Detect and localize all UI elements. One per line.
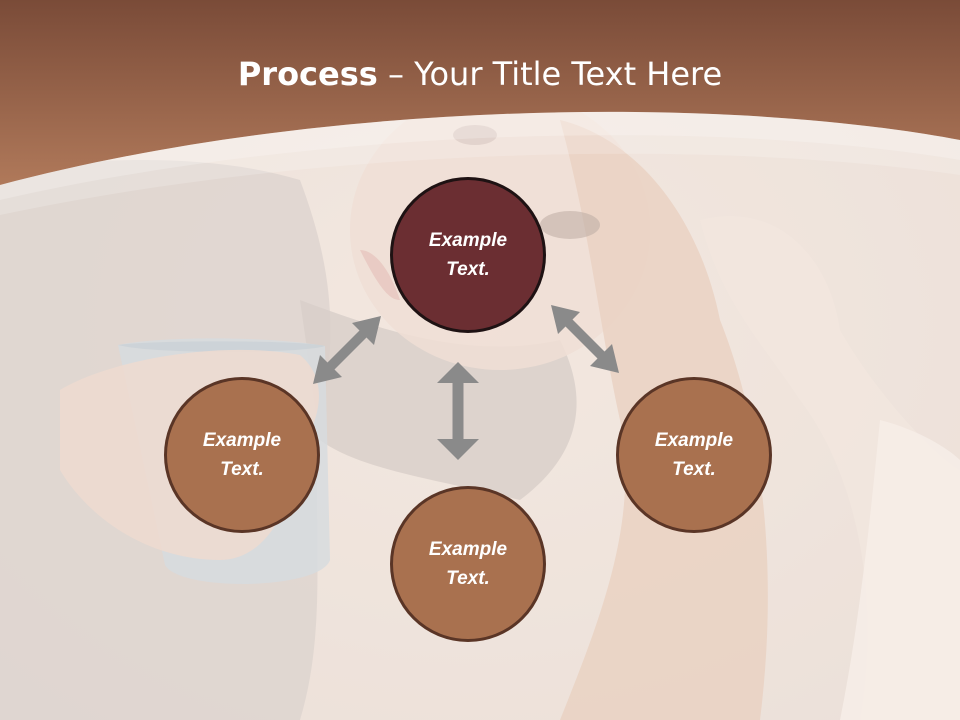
arrow-top-left bbox=[313, 316, 381, 384]
process-node-top: Example Text. bbox=[390, 177, 546, 333]
process-node-left: Example Text. bbox=[164, 377, 320, 533]
title-bold: Process bbox=[237, 55, 378, 93]
process-node-right: Example Text. bbox=[616, 377, 772, 533]
slide-title: Process – Your Title Text Here bbox=[0, 52, 960, 96]
node-label: Example Text. bbox=[202, 430, 282, 480]
title-rest: – Your Title Text Here bbox=[377, 55, 723, 93]
arrow-vertical bbox=[437, 362, 479, 460]
process-node-bottom: Example Text. bbox=[390, 486, 546, 642]
arrow-top-right bbox=[551, 305, 619, 373]
node-label: Example Text. bbox=[654, 430, 734, 480]
node-label: Example Text. bbox=[428, 539, 508, 589]
node-label: Example Text. bbox=[428, 230, 508, 280]
